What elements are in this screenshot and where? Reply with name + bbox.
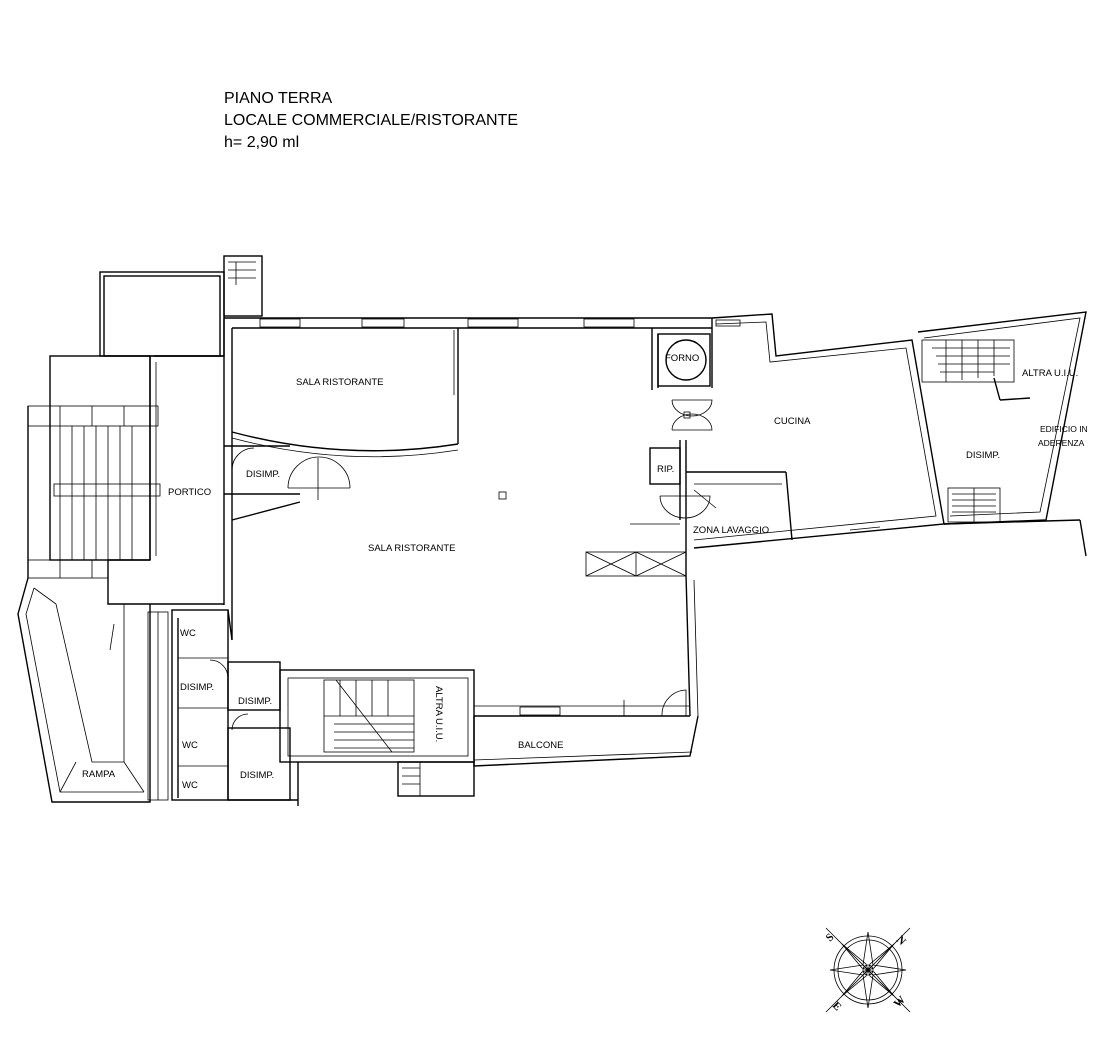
label-rip: RIP.: [657, 464, 674, 475]
ceiling-height: h= 2,90 ml: [224, 134, 300, 151]
label-disimp-wc1: DISIMP.: [180, 682, 214, 693]
label-disimp-wc2: DISIMP.: [238, 696, 272, 707]
kitchen-partition: [585, 318, 793, 577]
top-left-annex: [99, 255, 263, 357]
label-wc-1: WC: [180, 628, 196, 639]
plan-title: PIANO TERRA: [224, 90, 333, 107]
room-labels: SALA RISTORANTE SALA RISTORANTE PORTICO …: [82, 353, 1088, 791]
stairwell: [279, 669, 475, 797]
portico: [27, 355, 224, 605]
label-portico: PORTICO: [168, 487, 211, 498]
label-disimp-entry: DISIMP.: [246, 469, 280, 480]
label-rampa: RAMPA: [82, 769, 116, 780]
label-disimp-wc3: DISIMP.: [240, 770, 274, 781]
compass-letter-s: S: [824, 931, 837, 944]
ramp: [17, 577, 151, 803]
kitchen-walls: [693, 311, 1087, 557]
compass-letter-e: E: [830, 1000, 844, 1014]
main-walls: [223, 317, 712, 640]
label-altra-uiu-right: ALTRA U.I.U.: [1022, 368, 1078, 379]
label-edificio-1: EDIFICIO IN: [1040, 424, 1088, 434]
label-cucina: CUCINA: [774, 416, 811, 427]
compass-letter-n: N: [894, 934, 908, 948]
compass-rose-icon: N S E W: [824, 927, 911, 1014]
hall-bottom-walls: [473, 574, 699, 767]
label-wc-3: WC: [182, 780, 198, 791]
title-block: PIANO TERRA LOCALE COMMERCIALE/RISTORANT…: [224, 88, 518, 154]
label-zona-lavaggio: ZONA LAVAGGIO: [693, 525, 769, 536]
label-balcone: BALCONE: [518, 740, 563, 751]
plan-subtitle: LOCALE COMMERCIALE/RISTORANTE: [224, 112, 518, 129]
label-disimp-right: DISIMP.: [966, 450, 1000, 461]
label-edificio-2: ADERENZA: [1038, 438, 1085, 448]
label-altra-uiu-stair: ALTRA U.I.U.: [433, 686, 444, 742]
toilets-block: [147, 609, 299, 806]
label-forno: FORNO: [665, 353, 699, 364]
label-sala-ristorante-top: SALA RISTORANTE: [296, 377, 383, 388]
label-sala-ristorante-main: SALA RISTORANTE: [368, 543, 455, 554]
label-wc-2: WC: [182, 740, 198, 751]
